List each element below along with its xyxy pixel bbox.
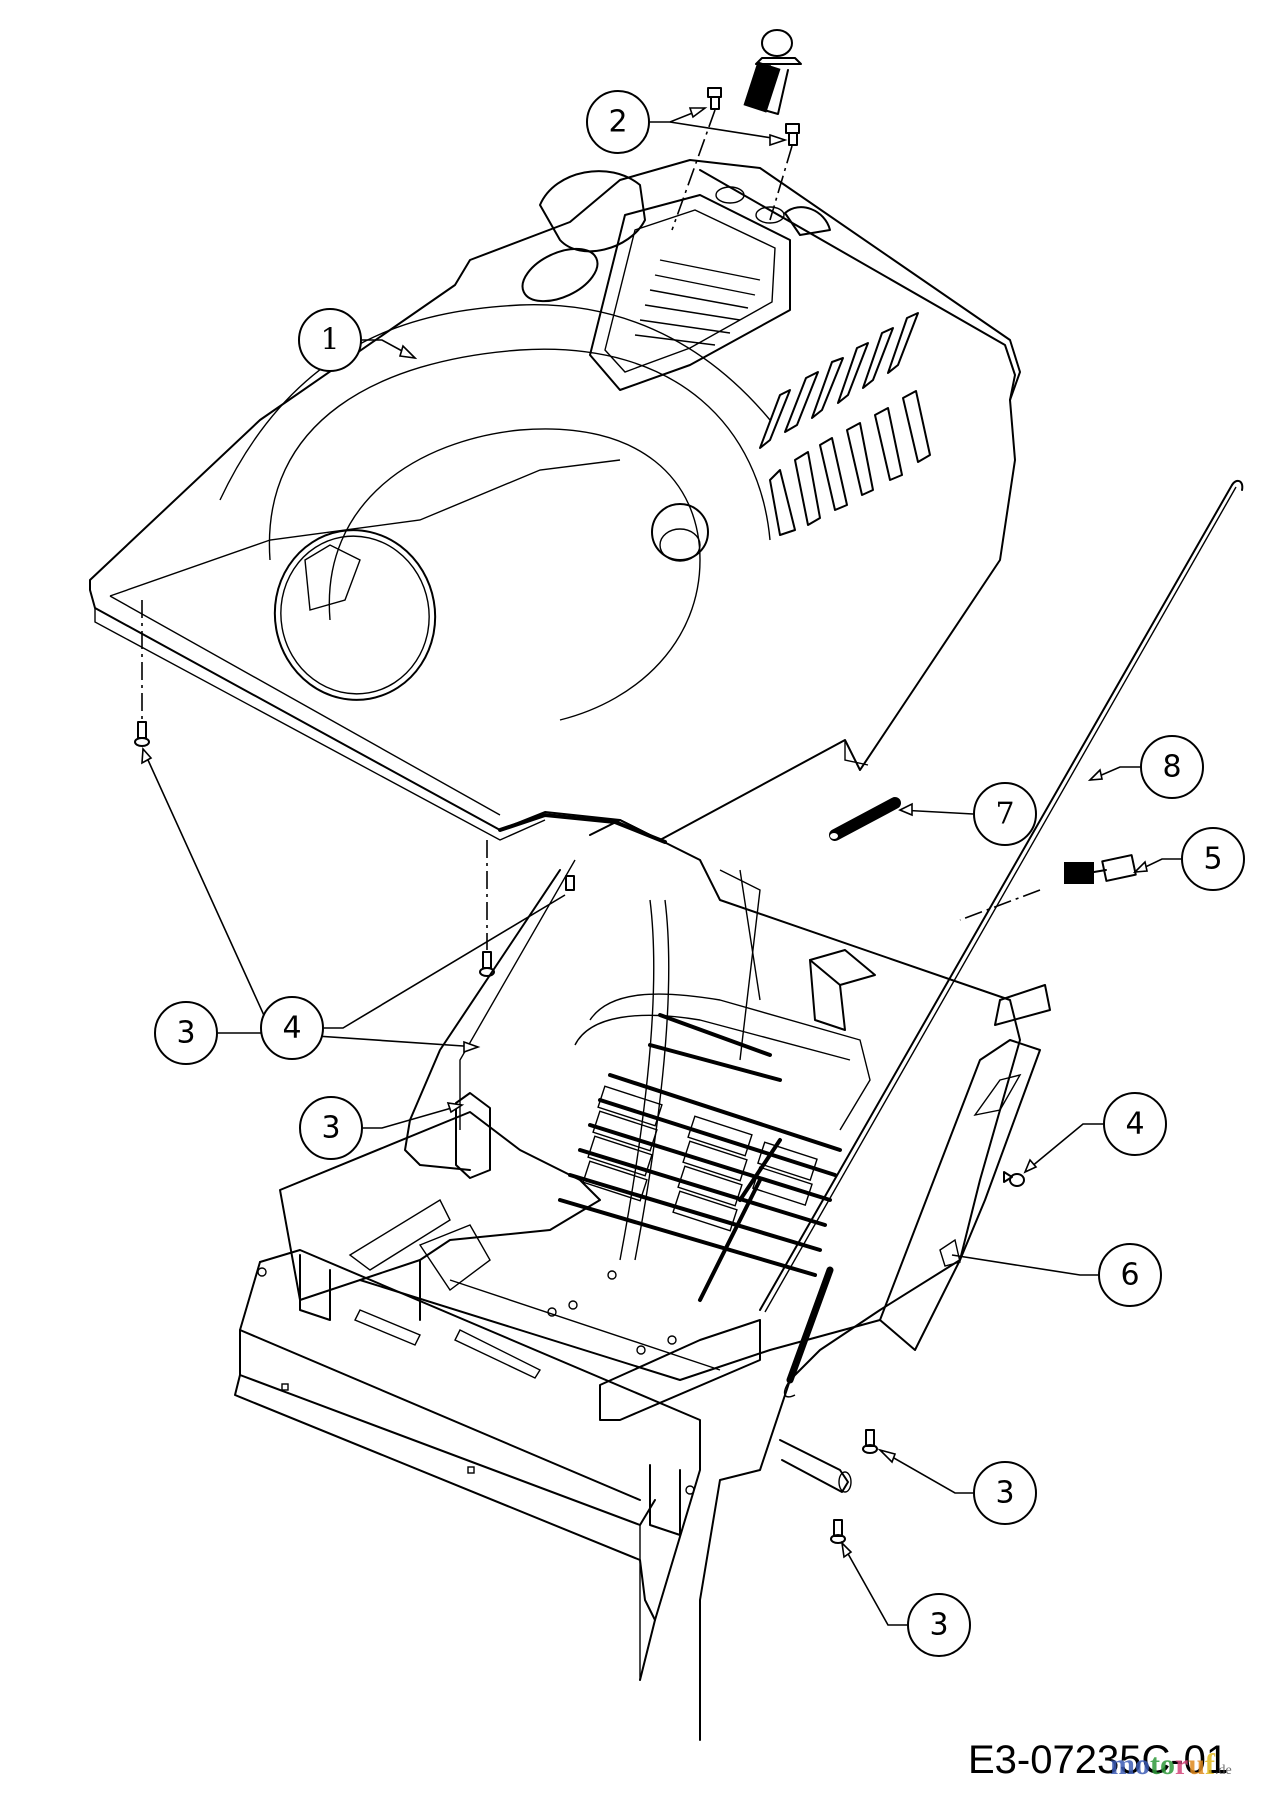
svg-text:2: 2 xyxy=(608,105,627,140)
watermark-letter: t xyxy=(1150,1748,1160,1781)
callout-5[interactable]: 5 xyxy=(1181,827,1245,891)
callout-4-right[interactable]: 4 xyxy=(1103,1092,1167,1156)
svg-text:4: 4 xyxy=(1125,1107,1144,1142)
svg-text:3: 3 xyxy=(321,1111,340,1146)
svg-text:7: 7 xyxy=(995,797,1014,832)
svg-text:6: 6 xyxy=(1120,1258,1139,1293)
callout-2[interactable]: 2 xyxy=(586,90,650,154)
spring-part-7 xyxy=(829,797,901,841)
screw-4-right xyxy=(1003,1171,1025,1187)
watermark-letter: u xyxy=(1188,1748,1206,1781)
watermark-letter: m xyxy=(1110,1748,1135,1781)
svg-text:8: 8 xyxy=(1162,750,1181,785)
svg-text:3: 3 xyxy=(176,1016,195,1051)
watermark-tld: .de xyxy=(1215,1763,1232,1778)
callout-3-housing[interactable]: 3 xyxy=(154,1001,218,1065)
screw-2b xyxy=(785,123,800,146)
watermark-letter: r xyxy=(1175,1748,1189,1781)
upper-housing-part-1 xyxy=(89,159,1021,844)
callout-1[interactable]: 1 xyxy=(298,308,362,372)
screw-3b xyxy=(479,951,495,977)
screw-2a xyxy=(707,87,722,110)
svg-text:1: 1 xyxy=(320,323,339,358)
screw-3-right xyxy=(862,1429,878,1454)
callout-6[interactable]: 6 xyxy=(1098,1243,1162,1307)
callout-3-bottom[interactable]: 3 xyxy=(907,1593,971,1657)
key-switch-part xyxy=(743,29,802,115)
watermark-logo: motoruf.de xyxy=(1110,1748,1232,1782)
screw-3a xyxy=(134,721,150,747)
lower-chassis xyxy=(234,819,1051,1741)
watermark-letter: o xyxy=(1135,1748,1150,1781)
screw-4-left xyxy=(565,875,575,891)
safety-key-part-5 xyxy=(1064,854,1137,884)
watermark-letter: f xyxy=(1205,1748,1216,1781)
svg-text:5: 5 xyxy=(1203,842,1222,877)
screw-3-bottom xyxy=(830,1519,846,1544)
callout-8[interactable]: 8 xyxy=(1140,735,1204,799)
callout-4-left[interactable]: 4 xyxy=(260,996,324,1060)
control-rod-part-8 xyxy=(759,479,1244,1313)
svg-text:4: 4 xyxy=(282,1011,301,1046)
callout-3-left[interactable]: 3 xyxy=(299,1096,363,1160)
svg-text:3: 3 xyxy=(995,1476,1014,1511)
svg-text:3: 3 xyxy=(929,1608,948,1643)
callout-7[interactable]: 7 xyxy=(973,782,1037,846)
callout-3-right[interactable]: 3 xyxy=(973,1461,1037,1525)
leader-lines xyxy=(141,107,1181,1626)
drawing-code-label: E3-07235C-01 xyxy=(968,1738,1229,1782)
watermark-letter: o xyxy=(1160,1748,1175,1781)
